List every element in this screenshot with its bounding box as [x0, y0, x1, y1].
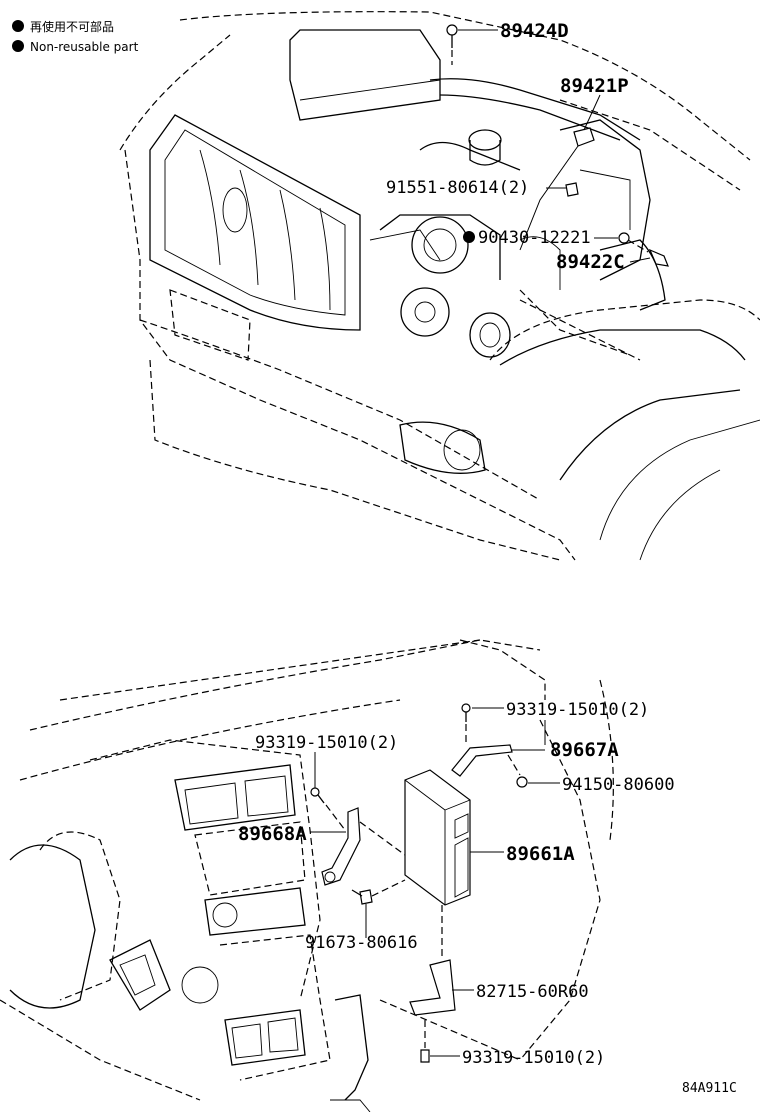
part-91673-bolt	[351, 879, 406, 938]
part-82715-bracket	[409, 905, 474, 1016]
part-94150-nut	[507, 754, 560, 788]
part-89661a-ecu	[404, 769, 504, 906]
part-label-91551[interactable]: 91551-80614(2)	[386, 178, 529, 198]
part-label-93319-bottom[interactable]: 93319-15010(2)	[462, 1048, 605, 1068]
part-label-89667a[interactable]: 89667A	[550, 739, 619, 761]
part-label-93319-left[interactable]: 93319-15010(2)	[255, 733, 398, 753]
part-label-90430[interactable]: 90430-12221	[478, 228, 591, 248]
part-93319-left-bolt	[310, 752, 346, 831]
part-label-89661a[interactable]: 89661A	[506, 843, 575, 865]
legend: 再使用不可部品 Non-reusable part	[12, 19, 139, 54]
legend-jp-label: 再使用不可部品	[30, 19, 114, 34]
part-label-89424d[interactable]: 89424D	[500, 20, 569, 42]
part-label-89421p[interactable]: 89421P	[560, 75, 629, 97]
part-90430-gasket	[463, 231, 630, 244]
part-label-89422c[interactable]: 89422C	[556, 251, 625, 273]
part-89668a-bracket	[310, 807, 406, 886]
part-89421p-sensor	[573, 94, 601, 147]
part-93319-top-bolt	[461, 703, 504, 745]
legend-en-label: Non-reusable part	[30, 40, 139, 54]
part-89667a-bracket	[451, 720, 546, 777]
part-89422c-sensor	[627, 239, 669, 267]
part-label-94150[interactable]: 94150-80600	[562, 775, 675, 795]
top-part-callouts: 89424D 89421P 91551-80614(2) 90430-12221…	[386, 20, 669, 356]
part-93319-bottom-bolt	[420, 1020, 460, 1063]
part-label-93319-top[interactable]: 93319-15010(2)	[506, 700, 649, 720]
ecu-assembly: 89661A 93319-15010(2) 89667A 94150-80600	[238, 700, 675, 1068]
non-reusable-dot-icon	[463, 231, 475, 243]
non-reusable-dot-icon	[12, 20, 24, 32]
part-label-82715[interactable]: 82715-60R60	[476, 982, 589, 1002]
dashboard-illustration	[0, 639, 614, 1112]
part-label-91673[interactable]: 91673-80616	[305, 933, 418, 953]
part-91551-bolt	[546, 182, 579, 197]
non-reusable-dot-icon	[12, 40, 24, 52]
vehicle-front-illustration	[119, 11, 760, 561]
part-label-89668a[interactable]: 89668A	[238, 823, 307, 845]
part-89424d-clip	[446, 24, 498, 65]
diagram-code: 84A911C	[682, 1081, 737, 1096]
